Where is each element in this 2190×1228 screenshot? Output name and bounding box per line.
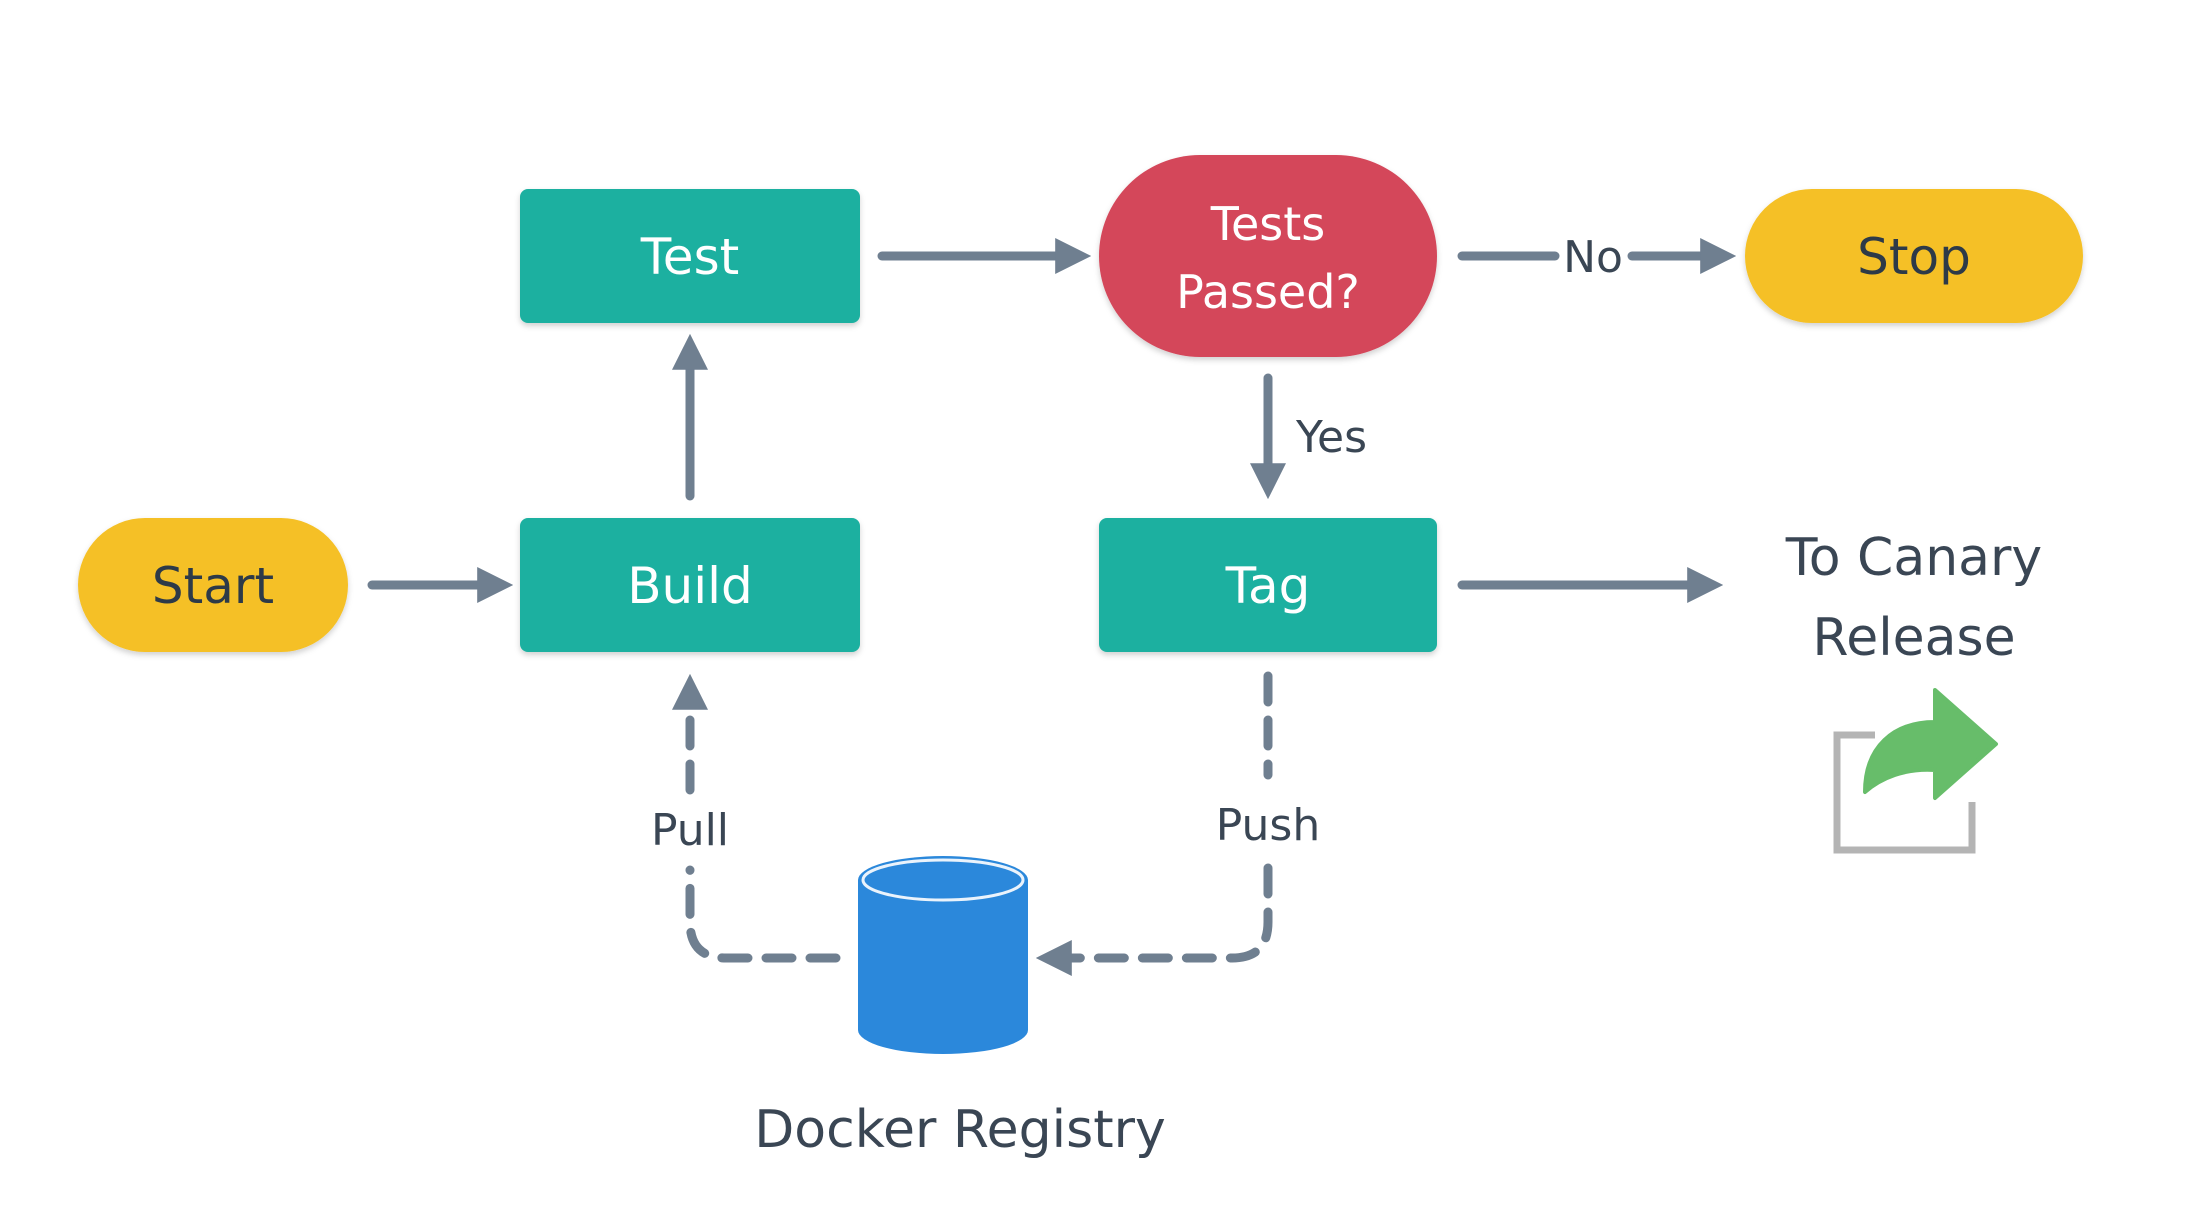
edge-tag-registry-b	[1035, 863, 1273, 976]
edges	[367, 238, 1737, 976]
decision-label-line1: Tests	[1210, 197, 1326, 251]
test-label: Test	[640, 228, 739, 286]
stop-label: Stop	[1857, 228, 1971, 286]
stop-node: Stop	[1745, 189, 2083, 323]
build-label: Build	[627, 557, 753, 615]
canary-label-line1: To Canary	[1785, 528, 2042, 588]
edge-label-yes: Yes	[1295, 412, 1367, 463]
share-arrow-icon	[1833, 688, 1998, 854]
registry-label: Docker Registry	[754, 1100, 1165, 1160]
tag-node: Tag	[1099, 518, 1437, 652]
start-label: Start	[152, 557, 274, 615]
tag-label: Tag	[1225, 557, 1311, 615]
canary-label-line2: Release	[1812, 608, 2015, 668]
build-node: Build	[520, 518, 860, 652]
edge-registry-build-a	[685, 865, 841, 963]
test-node: Test	[520, 189, 860, 323]
start-node: Start	[78, 518, 348, 652]
database-cylinder-icon	[858, 856, 1028, 1054]
tests-passed-decision: Tests Passed?	[1099, 155, 1437, 357]
edge-label-no: No	[1563, 232, 1623, 283]
decision-label-line2: Passed?	[1176, 265, 1360, 319]
edge-label-pull: Pull	[651, 805, 729, 856]
edge-label-push: Push	[1216, 800, 1320, 851]
